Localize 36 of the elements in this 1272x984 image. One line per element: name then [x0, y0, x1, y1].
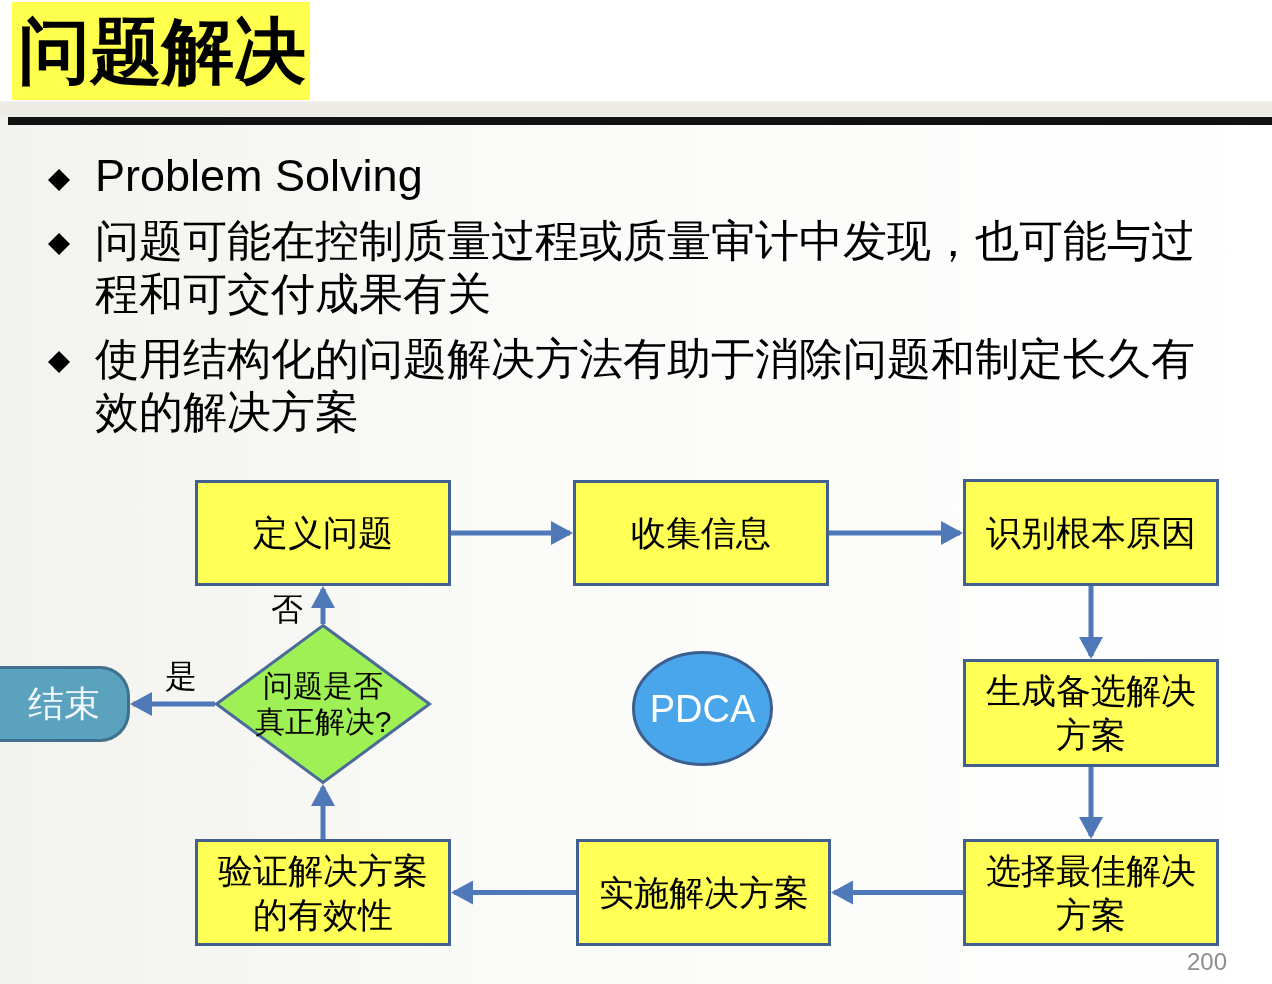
arrow [130, 692, 215, 716]
arrow [831, 880, 963, 905]
arrow [1079, 586, 1103, 659]
process-box [573, 480, 829, 586]
arrow [451, 880, 576, 905]
process-box [195, 839, 451, 946]
step-text: 识别根本原因 [986, 511, 1196, 554]
step-text: 定义问题 [253, 512, 393, 554]
step-text: 实施解决方案 [598, 871, 809, 914]
bullet-text: 使用结构化的问题解决方法有助于消除问题和制定长久有效的解决方案 [95, 333, 1196, 438]
ellipse-text: PDCA [649, 686, 756, 731]
terminator-shape [0, 666, 130, 742]
terminator-text: 结束 [27, 682, 100, 726]
process-box [963, 479, 1219, 586]
arrow [311, 784, 335, 839]
decision-text: 问题是否真正解决? [253, 668, 393, 740]
process-box [576, 839, 831, 946]
arrow [829, 521, 963, 545]
step-text: 选择最佳解决方案 [985, 849, 1197, 936]
step-text: 验证解决方案的有效性 [217, 849, 429, 936]
bullet-text: Problem Solving [95, 149, 424, 202]
process-box [963, 839, 1219, 946]
edge-label: 是 [164, 658, 197, 694]
arrow [311, 586, 335, 624]
arrow [1079, 767, 1103, 839]
step-text: 收集信息 [631, 512, 771, 554]
process-box [195, 480, 451, 586]
ellipse-shape [632, 651, 773, 766]
bullet-text: 问题可能在控制质量过程或质量审计中发现，也可能与过程和可交付成果有关 [95, 215, 1196, 320]
decision-diamond [215, 624, 431, 784]
process-box [963, 659, 1219, 767]
page-number: 200 [1187, 948, 1228, 976]
slide-title: 问题解决 [12, 2, 310, 100]
edge-label: 否 [271, 591, 303, 627]
step-text: 生成备选解决方案 [985, 670, 1197, 756]
arrow [451, 521, 573, 545]
